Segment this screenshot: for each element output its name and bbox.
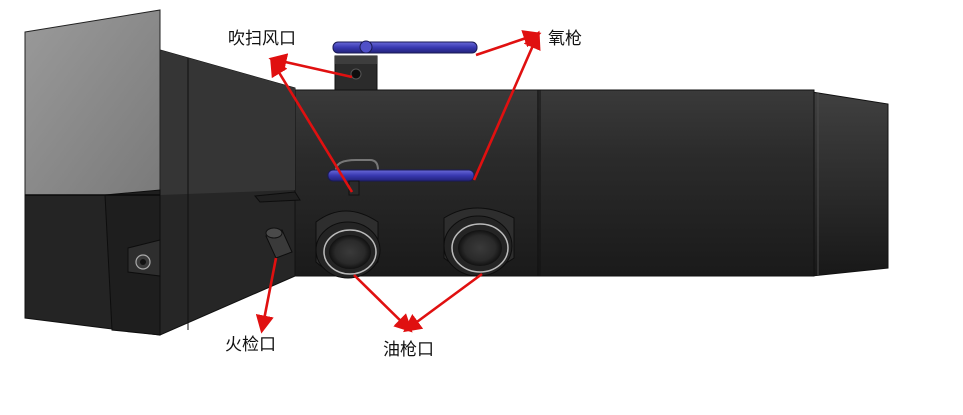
label-igniter-port: 火检口	[225, 335, 276, 355]
upper-oxygen-lance	[332, 40, 478, 54]
annotation-arrows	[255, 30, 542, 334]
arrow-oil-left	[353, 274, 413, 333]
label-oxygen-lance: 氧枪	[548, 29, 582, 49]
arrow-oxygen-upper	[475, 30, 542, 57]
oil-gun-port-right	[443, 207, 515, 277]
oil-gun-port-left	[315, 210, 381, 279]
arrow-oxygen-lower	[472, 30, 541, 181]
arrow-purge-to-lower-lance	[270, 57, 354, 193]
label-oil-gun-port: 油枪口	[383, 340, 434, 360]
arrow-oil-right	[403, 272, 483, 333]
igniter-nozzle	[265, 227, 293, 259]
outlet-cone	[811, 91, 889, 277]
purge-valve-block	[334, 55, 378, 91]
arrow-igniter	[255, 257, 278, 334]
inlet-housing	[24, 9, 161, 336]
tapered-section	[159, 49, 296, 336]
label-purge-air-port: 吹扫风口	[228, 29, 296, 49]
